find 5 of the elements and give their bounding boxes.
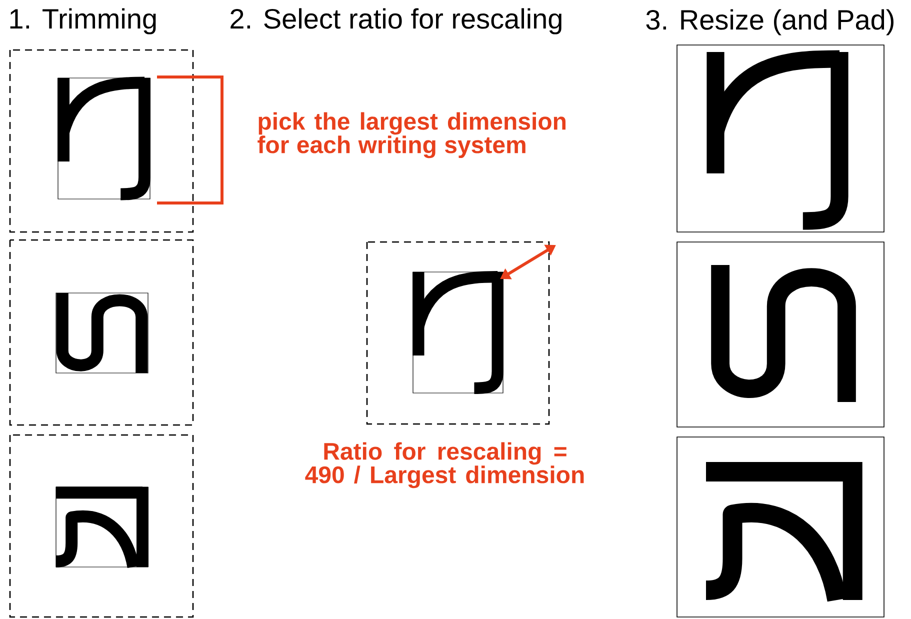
- heading: 3. Resize (and Pad): [646, 9, 894, 36]
- heading: 1. Trimming: [10, 8, 156, 34]
- annotation: pick the largest dimension for each writing system: [258, 112, 566, 158]
- heading: 2. Select ratio for rescaling: [230, 8, 562, 34]
- annotation: Ratio for rescaling = 490 / Largest dimension: [305, 442, 584, 488]
